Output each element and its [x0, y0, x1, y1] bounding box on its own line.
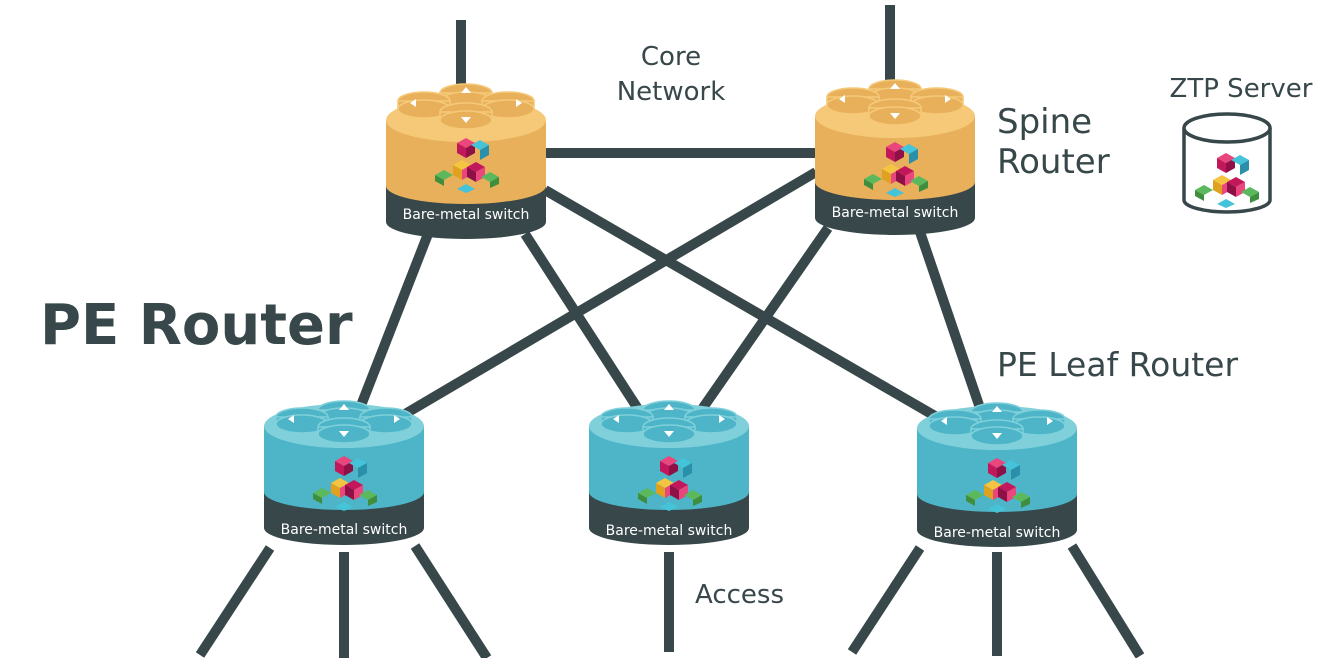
arrow-icon [288, 404, 400, 437]
link-access-5 [847, 545, 925, 655]
pe-router-title: PE Router [40, 293, 353, 358]
spine-router-label-line1: Spine [997, 102, 1092, 142]
leaf-switch-left[interactable]: Bare-metal switch [264, 400, 424, 545]
arrow-icon [410, 87, 522, 123]
link-spineR-leafL [402, 167, 819, 419]
spine-switch-right[interactable]: Bare-metal switch [815, 79, 975, 235]
switch-label: Bare-metal switch [606, 523, 733, 539]
ztp-server[interactable]: ZTP Server [1170, 74, 1313, 214]
ztp-server-label: ZTP Server [1170, 74, 1313, 104]
link-spineR-leafR [915, 230, 985, 410]
access-label: Access [695, 580, 784, 610]
arrow-icon [839, 83, 951, 119]
core-network-label-line1: Core [641, 42, 701, 72]
leaf-switch-right[interactable]: Bare-metal switch [917, 402, 1077, 547]
link-access-7 [1067, 543, 1145, 658]
arrow-icon [941, 406, 1053, 439]
switch-label: Bare-metal switch [281, 522, 408, 538]
spine-switch-left[interactable]: Bare-metal switch [386, 83, 546, 239]
link-spineL-leafL [355, 232, 433, 410]
links [195, 5, 1145, 658]
link-spineR-leafM [695, 225, 833, 415]
switch-label: Bare-metal switch [403, 207, 530, 223]
pe-leaf-router-label: PE Leaf Router [997, 345, 1238, 384]
switch-label: Bare-metal switch [832, 205, 959, 221]
link-spineL-leafR [542, 185, 938, 421]
arrow-icon [613, 404, 725, 437]
link-access-3 [410, 543, 492, 658]
core-network-label-line2: Network [617, 77, 726, 107]
leaf-switch-middle[interactable]: Bare-metal switch [589, 400, 749, 545]
link-access-1 [195, 545, 275, 658]
link-spineL-leafM [520, 231, 645, 415]
spine-router-label-line2: Router [997, 142, 1110, 182]
switch-label: Bare-metal switch [934, 525, 1061, 541]
